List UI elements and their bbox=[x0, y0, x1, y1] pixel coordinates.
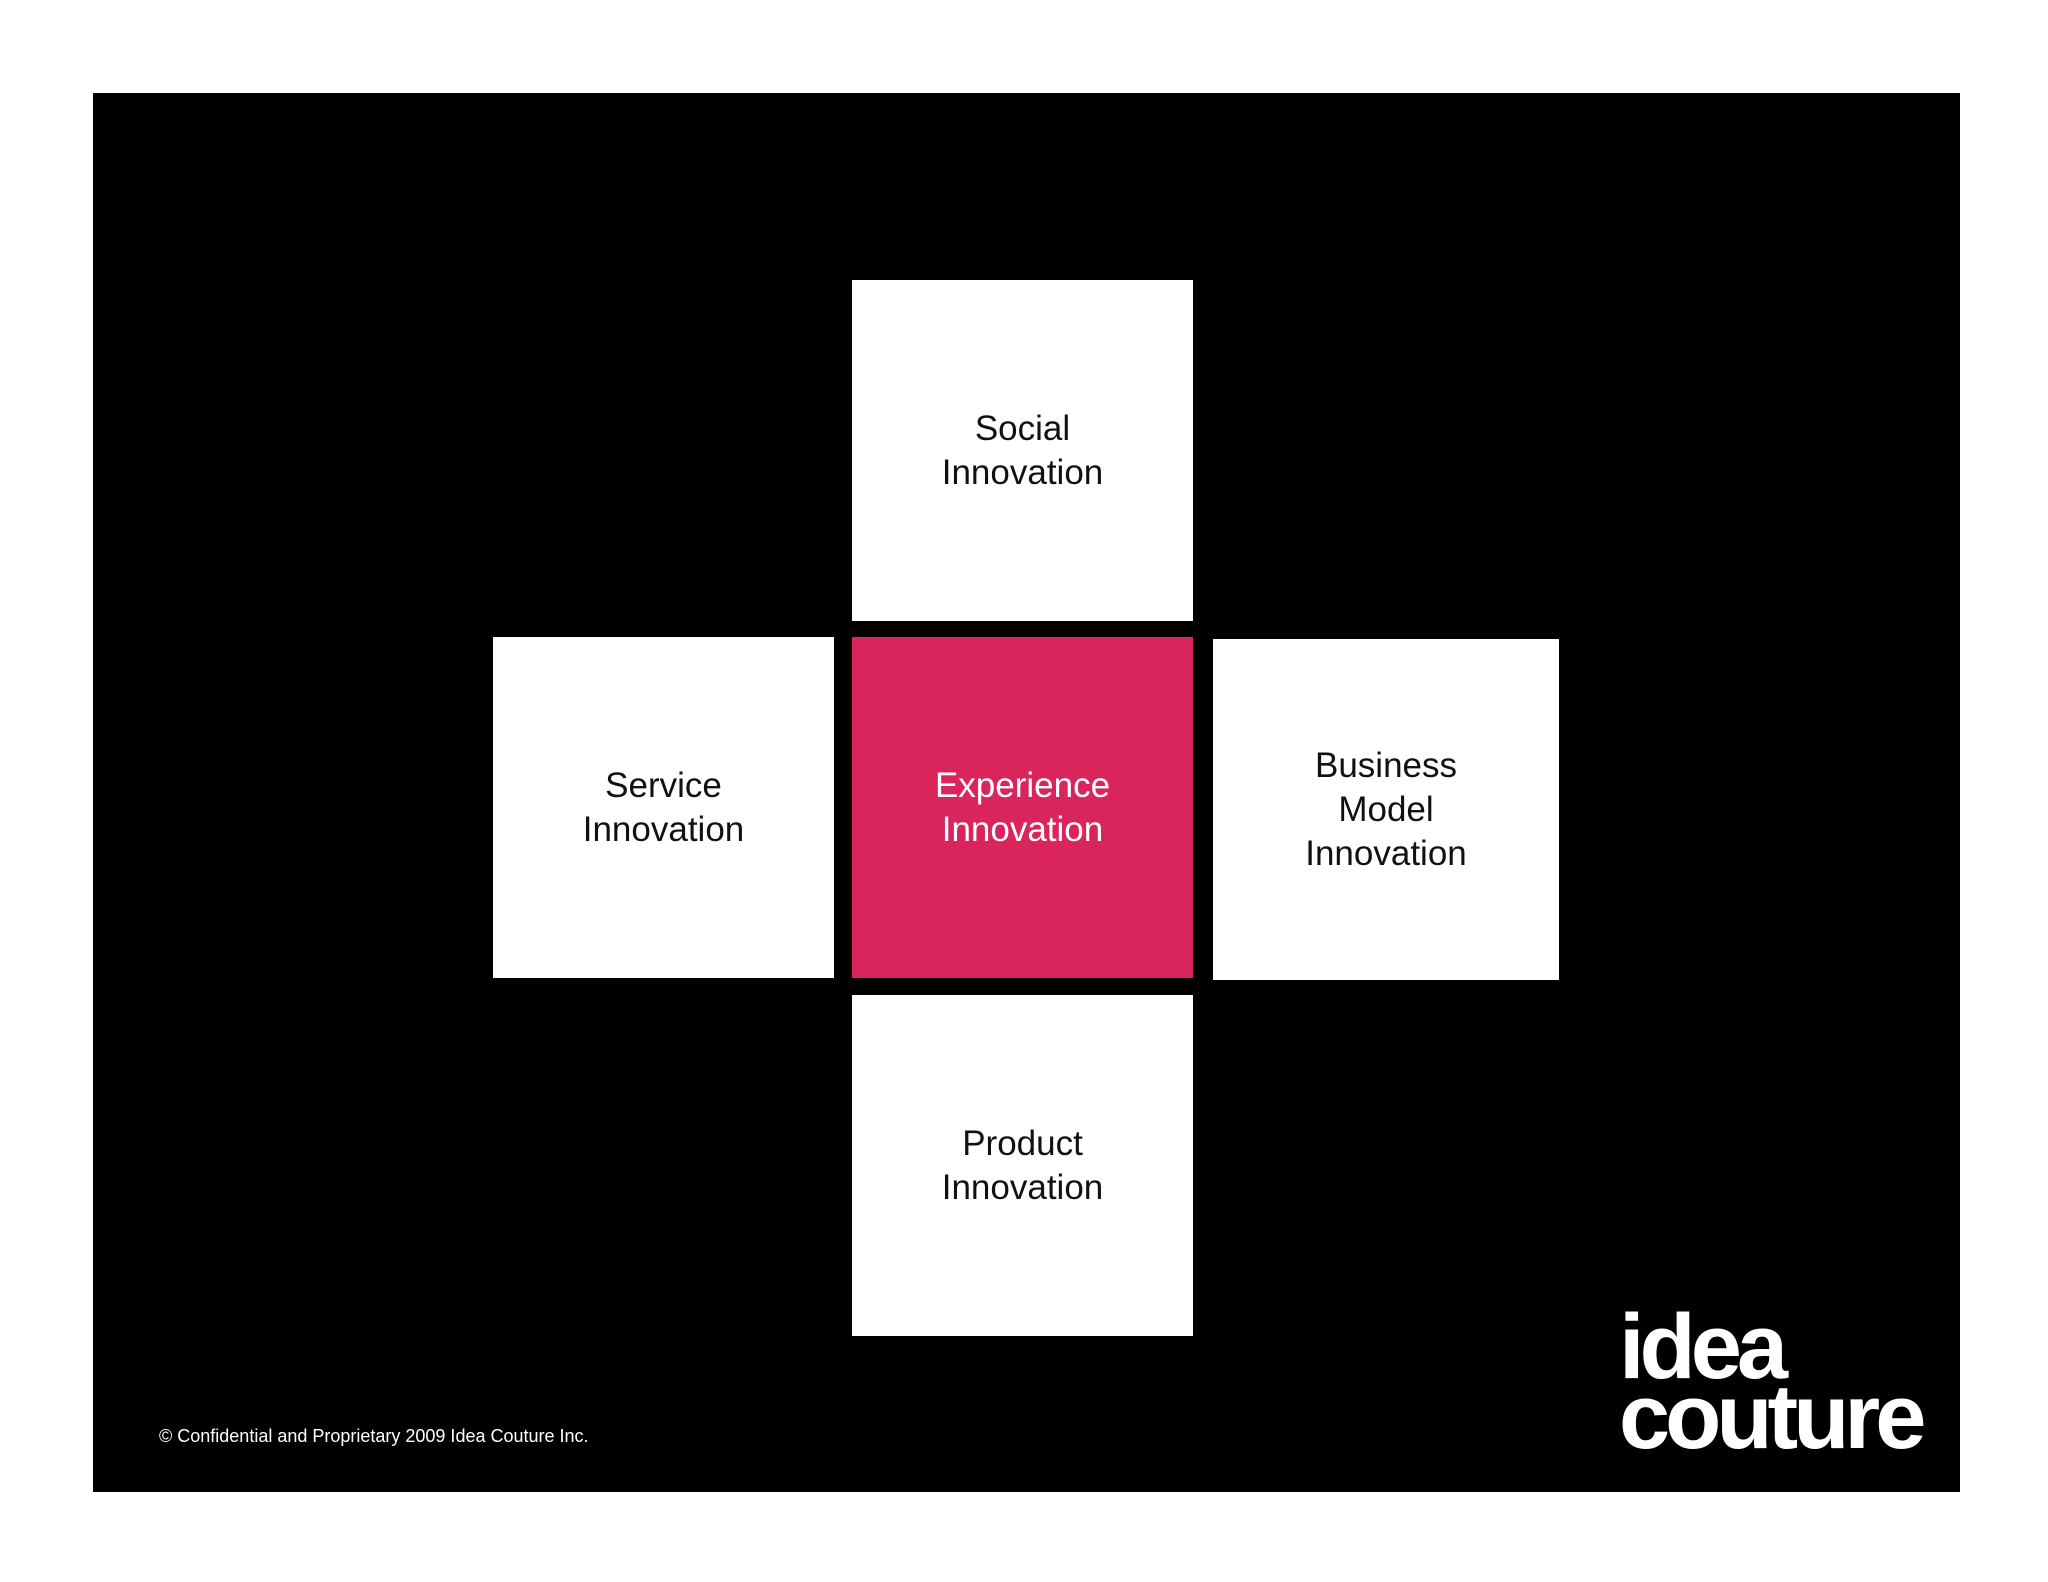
social-innovation-box: Social Innovation bbox=[852, 280, 1193, 621]
experience-innovation-box: Experience Innovation bbox=[852, 637, 1193, 978]
business-model-innovation-box: Business Model Innovation bbox=[1213, 639, 1559, 980]
idea-couture-logo: idea couture bbox=[1619, 1296, 1939, 1472]
business-model-innovation-label: Business Model Innovation bbox=[1305, 745, 1467, 873]
product-innovation-label: Product Innovation bbox=[941, 1123, 1104, 1207]
experience-innovation-label: Experience Innovation bbox=[934, 765, 1111, 849]
logo-line-idea: idea bbox=[1619, 1296, 1788, 1398]
social-innovation-label: Social Innovation bbox=[941, 408, 1104, 492]
product-innovation-box: Product Innovation bbox=[852, 995, 1193, 1336]
service-innovation-box: Service Innovation bbox=[493, 637, 834, 978]
logo-line-couture: couture bbox=[1619, 1366, 1926, 1468]
copyright-text: © Confidential and Proprietary 2009 Idea… bbox=[159, 1426, 589, 1446]
service-innovation-label: Service Innovation bbox=[582, 765, 745, 849]
